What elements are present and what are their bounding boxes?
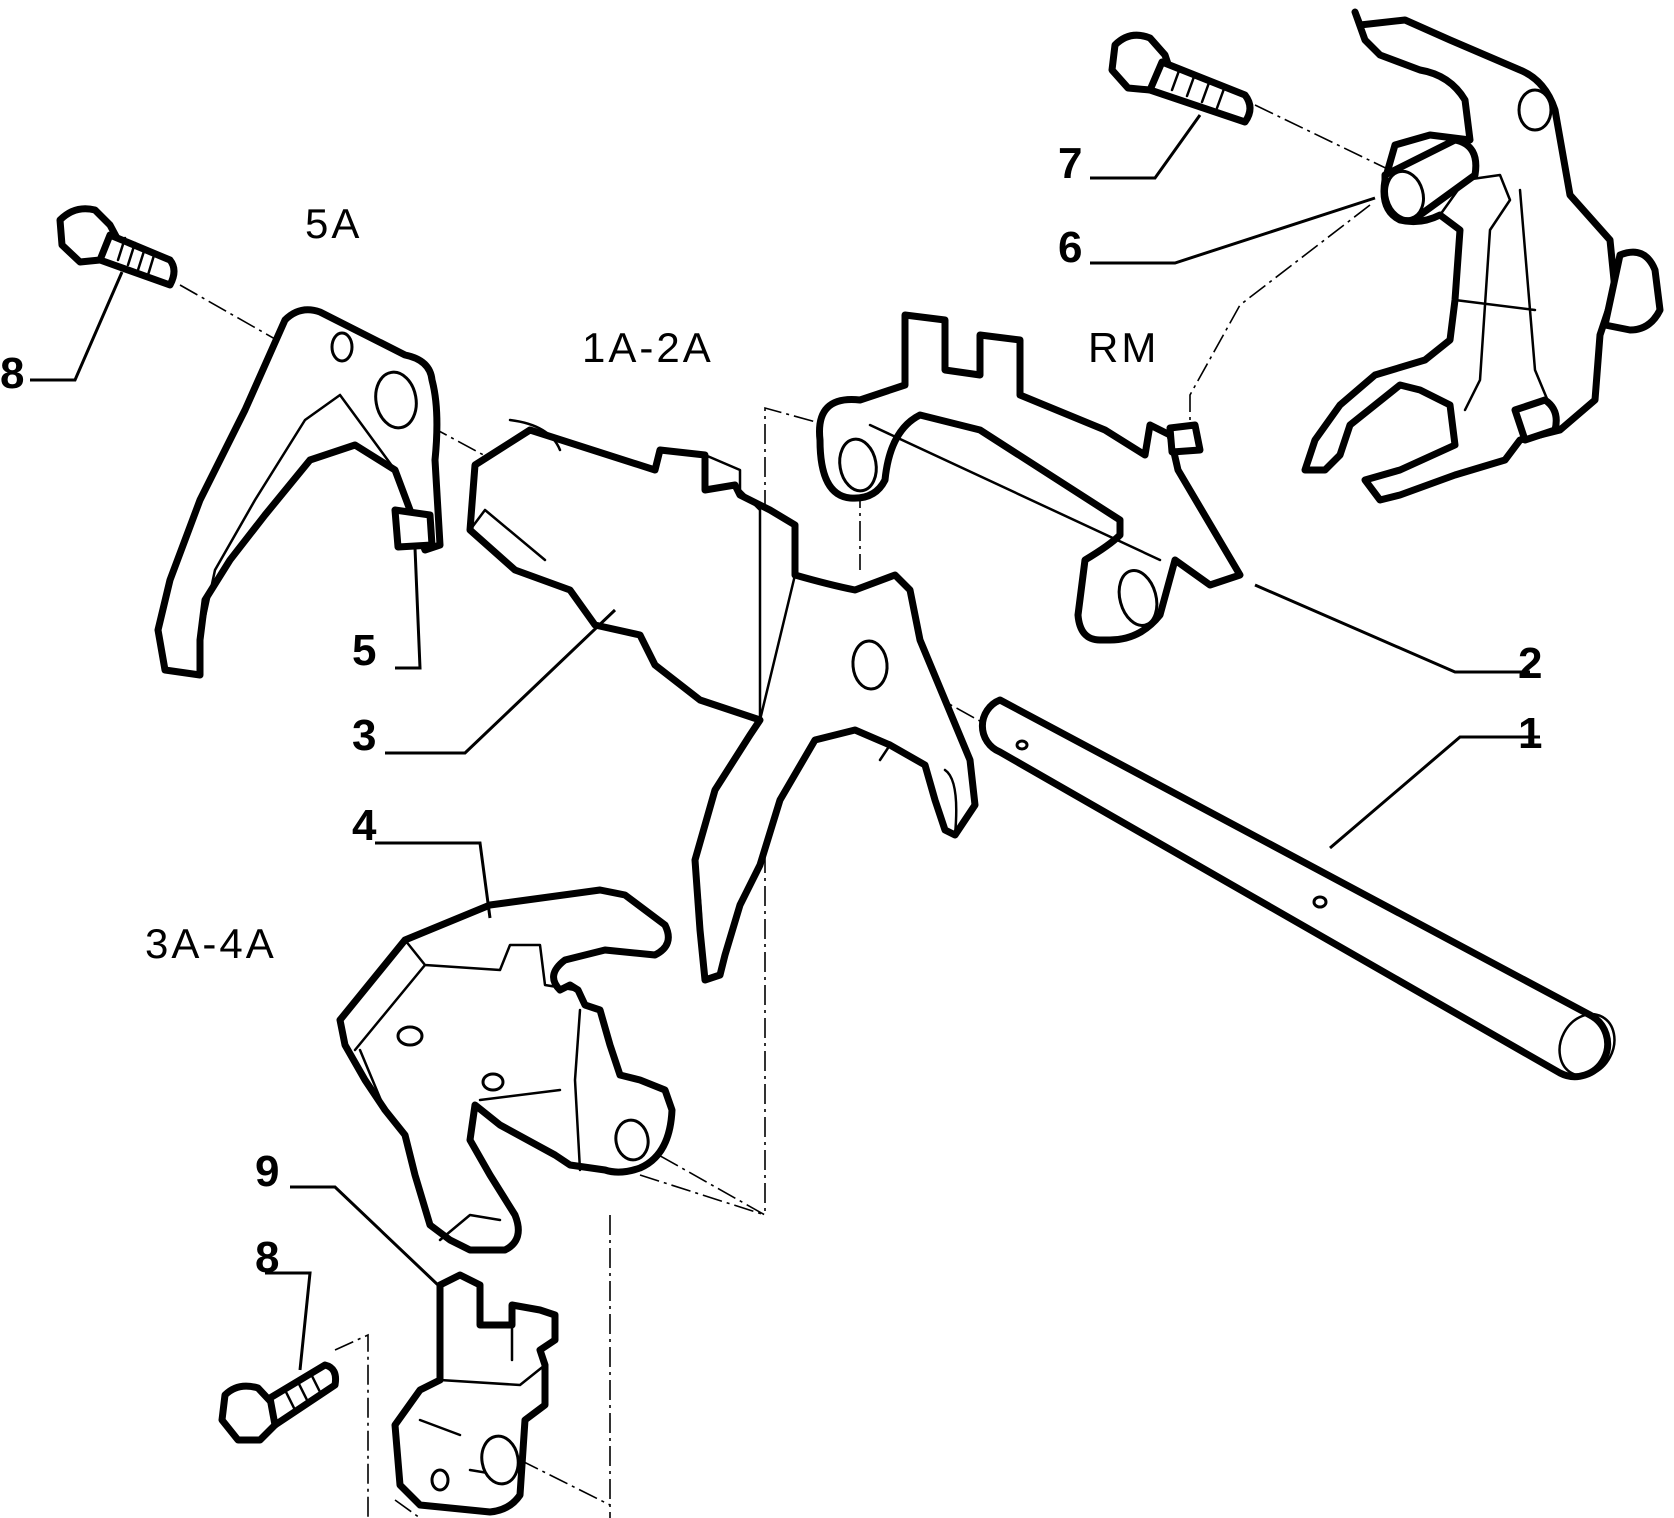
callout-numbers: 1 2 3 4 5 6 7 8 9 8	[0, 139, 1542, 1282]
callout-8-bottom: 8	[255, 1233, 279, 1282]
selector-rod	[978, 696, 1616, 1081]
bolt-left	[56, 205, 178, 289]
sliding-pad	[391, 506, 436, 551]
gear-label-1a-2a: 1A-2A	[582, 324, 714, 371]
fork-third-fourth-gear	[336, 886, 676, 1254]
reverse-gear-fork	[816, 311, 1244, 644]
callout-4: 4	[352, 801, 377, 850]
callout-3: 3	[352, 711, 376, 760]
gear-label-3a-4a: 3A-4A	[145, 920, 277, 967]
gear-labels: 5A 1A-2A RM 3A-4A	[145, 200, 1159, 967]
selector-bracket	[1301, 8, 1664, 504]
callout-8-left: 8	[0, 349, 24, 398]
leader-lines	[30, 114, 1540, 1371]
fork-fifth-gear	[154, 306, 444, 679]
callout-2: 2	[1518, 639, 1542, 688]
callout-7: 7	[1058, 139, 1082, 188]
bolt-bottom	[218, 1361, 339, 1444]
callout-9: 9	[255, 1147, 279, 1196]
selector-block	[391, 1271, 559, 1516]
fork-first-second-gear	[466, 418, 979, 984]
callout-5: 5	[352, 626, 376, 675]
callout-1: 1	[1518, 709, 1542, 758]
gear-label-5a: 5A	[305, 200, 362, 247]
callout-6: 6	[1058, 223, 1082, 272]
gear-label-rm: RM	[1088, 324, 1159, 371]
bolt-top	[1108, 31, 1254, 126]
